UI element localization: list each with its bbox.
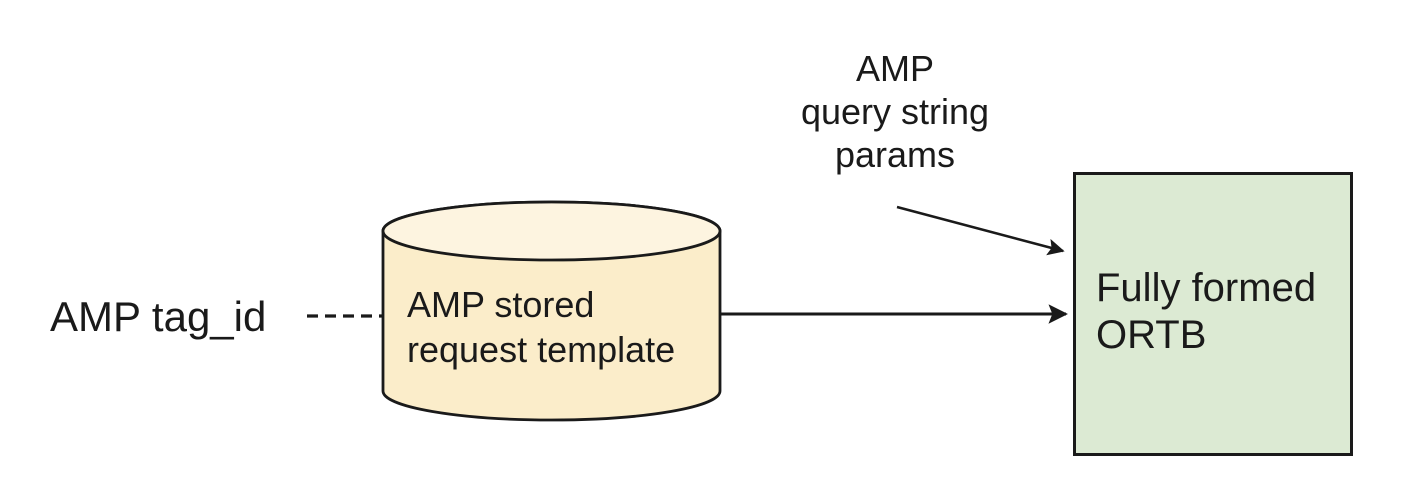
stored-request-template-label: AMP stored request template [407, 282, 675, 372]
stored-request-template-label-line2: request template [407, 329, 676, 370]
cylinder-top [381, 200, 722, 262]
ortb-box-rect [1073, 172, 1353, 456]
tag-id-label: AMP tag_id [50, 293, 267, 340]
fully-formed-ortb-label: Fully formed ORTB [1096, 265, 1316, 359]
query-params-to-ortb-arrow [896, 205, 1065, 256]
query-string-params-label: AMP query string params [770, 47, 1020, 176]
fully-formed-ortb-label-line2: ORTB [1096, 313, 1207, 357]
query-string-params-label-line1: AMP [855, 48, 934, 89]
query-string-params-label-line3: params [834, 134, 956, 175]
query-string-params-label-line2: query string [800, 91, 990, 132]
stored-request-template-label-line1: AMP stored [407, 284, 595, 325]
fully-formed-ortb-label-line1: Fully formed [1096, 266, 1317, 310]
